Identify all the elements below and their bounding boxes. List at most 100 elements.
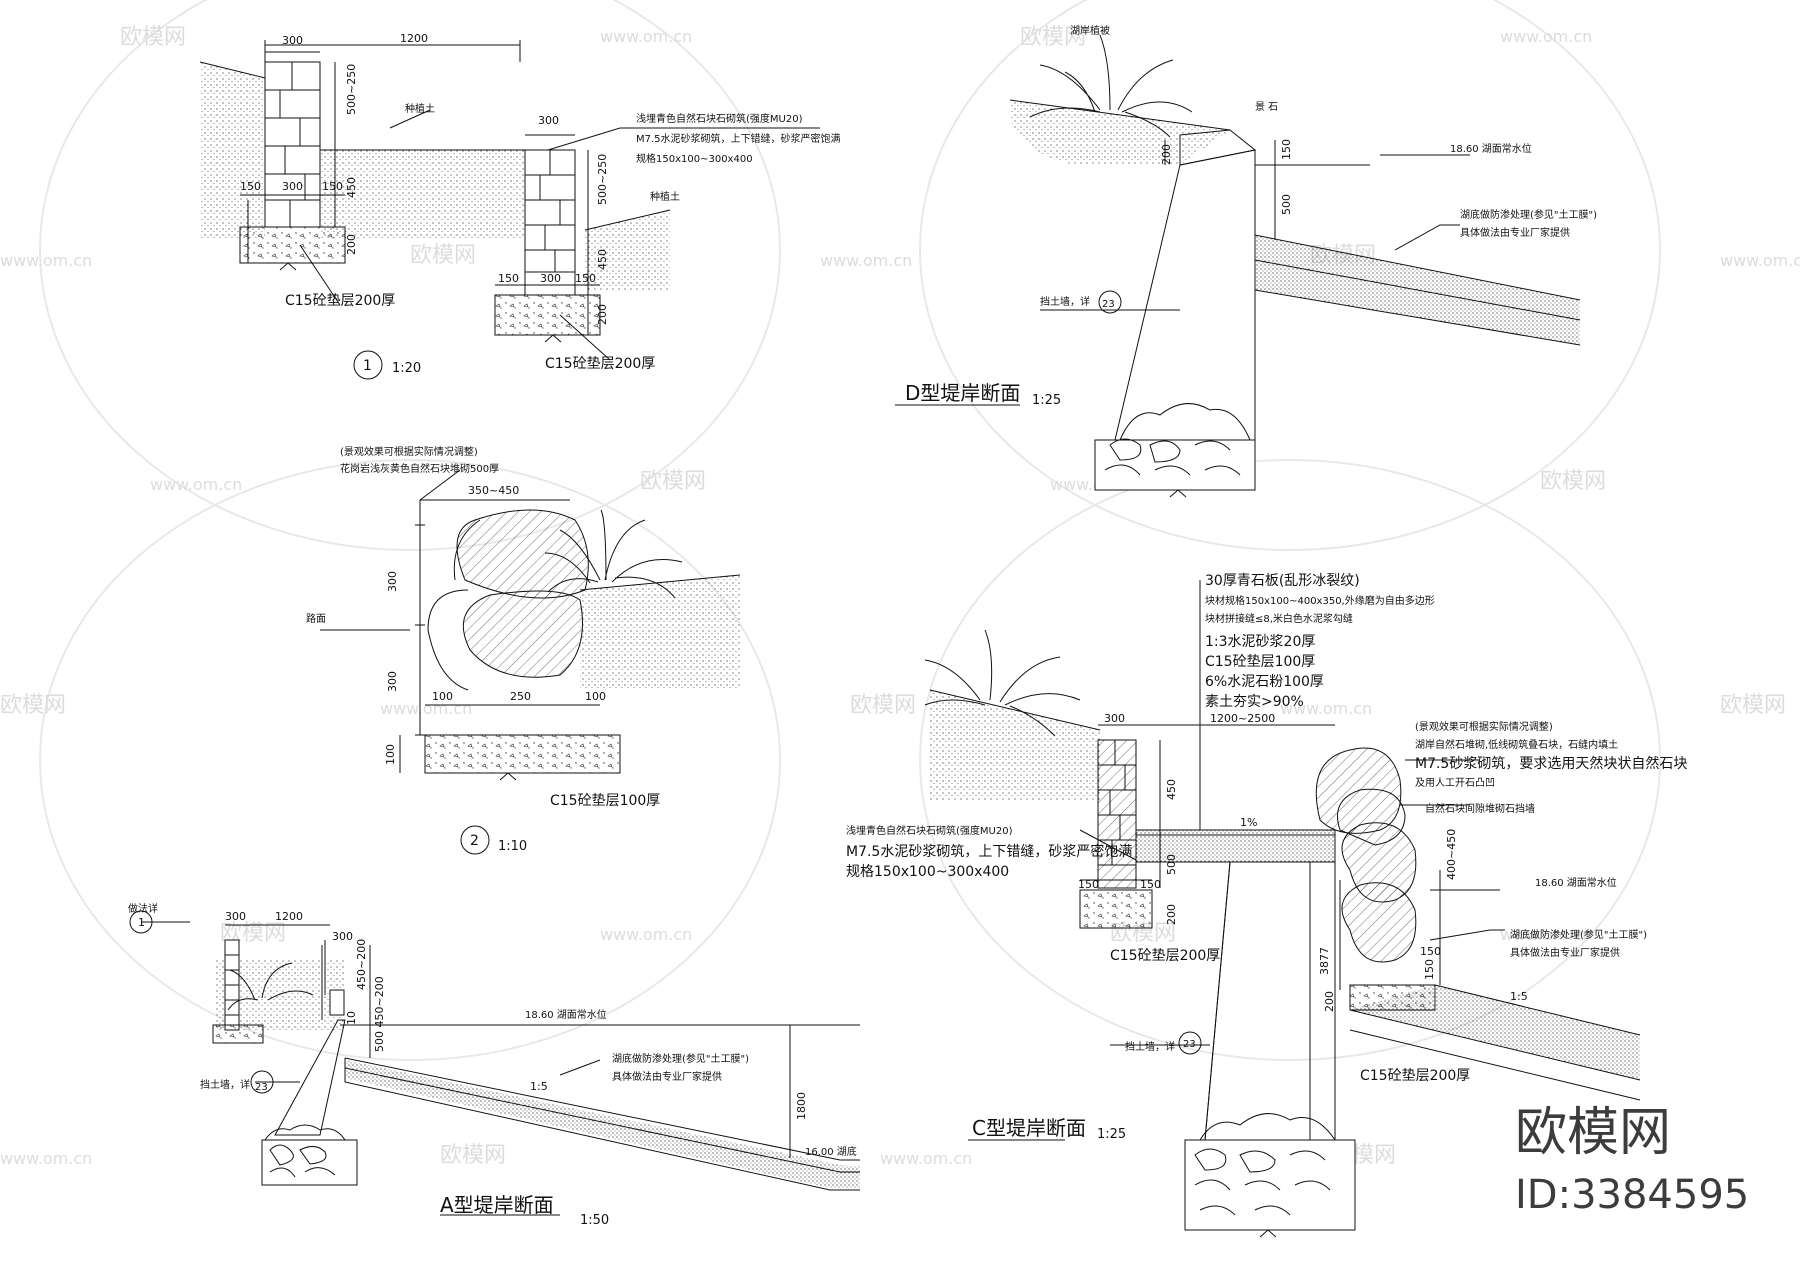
dim-1200: 1200	[275, 910, 303, 923]
dim-500: 500	[1165, 854, 1178, 875]
dim-100: 100	[585, 690, 606, 703]
detail-2	[320, 469, 741, 855]
type-a-section	[129, 910, 860, 1216]
watermark-url: www.om.cn	[1720, 251, 1800, 270]
paving-layer: 30厚青石板(乱形冰裂纹)	[1205, 573, 1360, 589]
type-d-text: 湖岸植被 景 石 200 150 500 18.60 湖面常水位 湖底做防渗处理…	[905, 24, 1597, 408]
detail-number: 2	[470, 833, 479, 849]
ref-number: 23	[1102, 299, 1115, 310]
dim-150: 150	[240, 180, 261, 193]
dim-1800: 1800	[795, 1092, 808, 1120]
paving-layer: C15砼垫层100厚	[1205, 654, 1315, 670]
section-title: D型堤岸断面	[905, 381, 1020, 405]
concrete-label: C15砼垫层200厚	[1360, 1068, 1470, 1084]
brand-logo-text: 欧模网	[1515, 1103, 1671, 1163]
dim-250: 250	[510, 690, 531, 703]
section-title: A型堤岸断面	[440, 1193, 554, 1217]
dim-1200: 1200	[400, 32, 428, 45]
waterproof-note: 具体做法由专业厂家提供	[1510, 946, 1620, 959]
watermark-url: www.om.cn	[880, 1149, 972, 1168]
dim-450-200: 450~200	[355, 939, 368, 990]
waterproof-note: 湖底做防渗处理(参见"土工膜")	[612, 1052, 749, 1065]
dim-200: 200	[596, 304, 609, 325]
dim-1200-2500: 1200~2500	[1210, 712, 1275, 725]
wall-note: 自然石块间隙堆砌石挡墙	[1425, 802, 1535, 815]
dim-150: 150	[1420, 945, 1441, 958]
dim-150: 150	[322, 180, 343, 193]
waterproof-note: 湖底做防渗处理(参见"土工膜")	[1460, 208, 1597, 221]
paving-layer: 块材拼接缝≤8,米白色水泥浆勾缝	[1205, 612, 1353, 625]
concrete-label: C15砼垫层200厚	[545, 356, 655, 372]
soil-label: 种植土	[405, 102, 435, 115]
watermark-url: www.om.cn	[1500, 925, 1592, 944]
dim-300: 300	[386, 571, 399, 592]
detail-1	[199, 40, 820, 380]
stone-note: 及用人工开石凸凹	[1415, 777, 1495, 789]
dim-500: 500	[1280, 194, 1293, 215]
dim-200: 200	[1165, 904, 1178, 925]
type-d-section	[895, 34, 1581, 498]
dim-150: 150	[1423, 959, 1436, 980]
stone-note: M7.5砂浆砌筑，要求选用天然块状自然石块	[1415, 755, 1687, 772]
ref-number: 23	[255, 1082, 268, 1093]
dim-150: 150	[1140, 878, 1161, 891]
type-c-text: 30厚青石板(乱形冰裂纹) 块材规格150x100~400x350,外缘磨为自由…	[846, 573, 1687, 1142]
dim-400-450: 400~450	[1445, 829, 1458, 880]
watermark-url: www.om.cn	[600, 27, 692, 46]
watermark-layer: 欧模网 欧模网 欧模网 欧模网 欧模网 欧模网 欧模网 欧模网 欧模网 欧模网 …	[0, 0, 1800, 1168]
slope-ratio: 1%	[1240, 816, 1257, 829]
masonry-note: 浅埋青色自然石块石砌筑(强度MU20)	[636, 112, 803, 125]
paving-layer: 块材规格150x100~400x350,外缘磨为自由多边形	[1205, 594, 1435, 607]
section-scale: 1:25	[1097, 1127, 1126, 1142]
bottom-level: 16.00 湖底	[805, 1145, 857, 1158]
water-level: 18.60 湖面常水位	[1535, 876, 1617, 889]
type-c-section	[924, 580, 1641, 1238]
watermark-url: www.om.cn	[820, 251, 912, 270]
slope-ratio: 1:5	[530, 1080, 548, 1093]
dim-200: 200	[1160, 144, 1173, 165]
watermark-url: www.om.cn	[380, 699, 472, 718]
stone-note: (景观效果可根据实际情况调整)	[340, 445, 478, 458]
dim-500-450-200: 500 450~200	[373, 976, 386, 1052]
ref-label: 做法详	[128, 902, 158, 915]
stone-note: (景观效果可根据实际情况调整)	[1415, 720, 1553, 733]
dim-300: 300	[282, 34, 303, 47]
masonry-note: 浅埋青色自然石块石砌筑(强度MU20)	[846, 824, 1013, 837]
masonry-note: M7.5水泥砂浆砌筑，上下错缝，砂浆严密饱满	[636, 132, 841, 145]
model-id: ID:3384595	[1515, 1172, 1749, 1218]
dim-300: 300	[386, 671, 399, 692]
concrete-label: C15砼垫层100厚	[550, 793, 660, 809]
dim-200: 200	[1323, 991, 1336, 1012]
dim-450: 450	[596, 249, 609, 270]
dim-500-250: 500~250	[345, 64, 358, 115]
detail-scale: 1:10	[498, 839, 527, 854]
stone-note: 花岗岩浅灰黄色自然石块堆砌500厚	[340, 462, 499, 475]
paving-layer: 6%水泥石粉100厚	[1205, 674, 1324, 690]
dim-300: 300	[538, 114, 559, 127]
road-label: 路面	[306, 612, 326, 625]
ref-number: 23	[1183, 1039, 1196, 1050]
dim-300: 300	[540, 272, 561, 285]
dim-100: 100	[432, 690, 453, 703]
waterproof-note: 具体做法由专业厂家提供	[612, 1070, 722, 1083]
type-a-text: 做法详 1 300 1200 300 450~200 500 450~200 1…	[128, 902, 857, 1228]
water-level: 18.60 湖面常水位	[1450, 142, 1532, 155]
waterproof-note: 湖底做防渗处理(参见"土工膜")	[1510, 928, 1647, 941]
watermark-brand: 欧模网	[1020, 25, 1086, 50]
detail-1-text: 1200 300 500~250 450 150 300 150 200 300…	[240, 32, 841, 376]
watermark-brand: 欧模网	[440, 1143, 506, 1168]
detail-scale: 1:20	[392, 361, 421, 376]
dim-300: 300	[282, 180, 303, 193]
backfill-label: 挡土墙，详	[1040, 295, 1090, 308]
dim-150: 150	[1280, 139, 1293, 160]
watermark-brand: 欧模网	[410, 243, 476, 268]
watermark-brand: 欧模网	[1540, 469, 1606, 494]
paving-layer: 素土夯实>90%	[1205, 694, 1304, 710]
section-scale: 1:50	[580, 1213, 609, 1228]
dim-150: 150	[1078, 878, 1099, 891]
paving-layer: 1:3水泥砂浆20厚	[1205, 634, 1315, 650]
backfill-label: 挡土墙，详	[200, 1078, 250, 1091]
masonry-note: 规格150x100~300x400	[846, 864, 1009, 880]
detail-number: 1	[363, 358, 372, 374]
